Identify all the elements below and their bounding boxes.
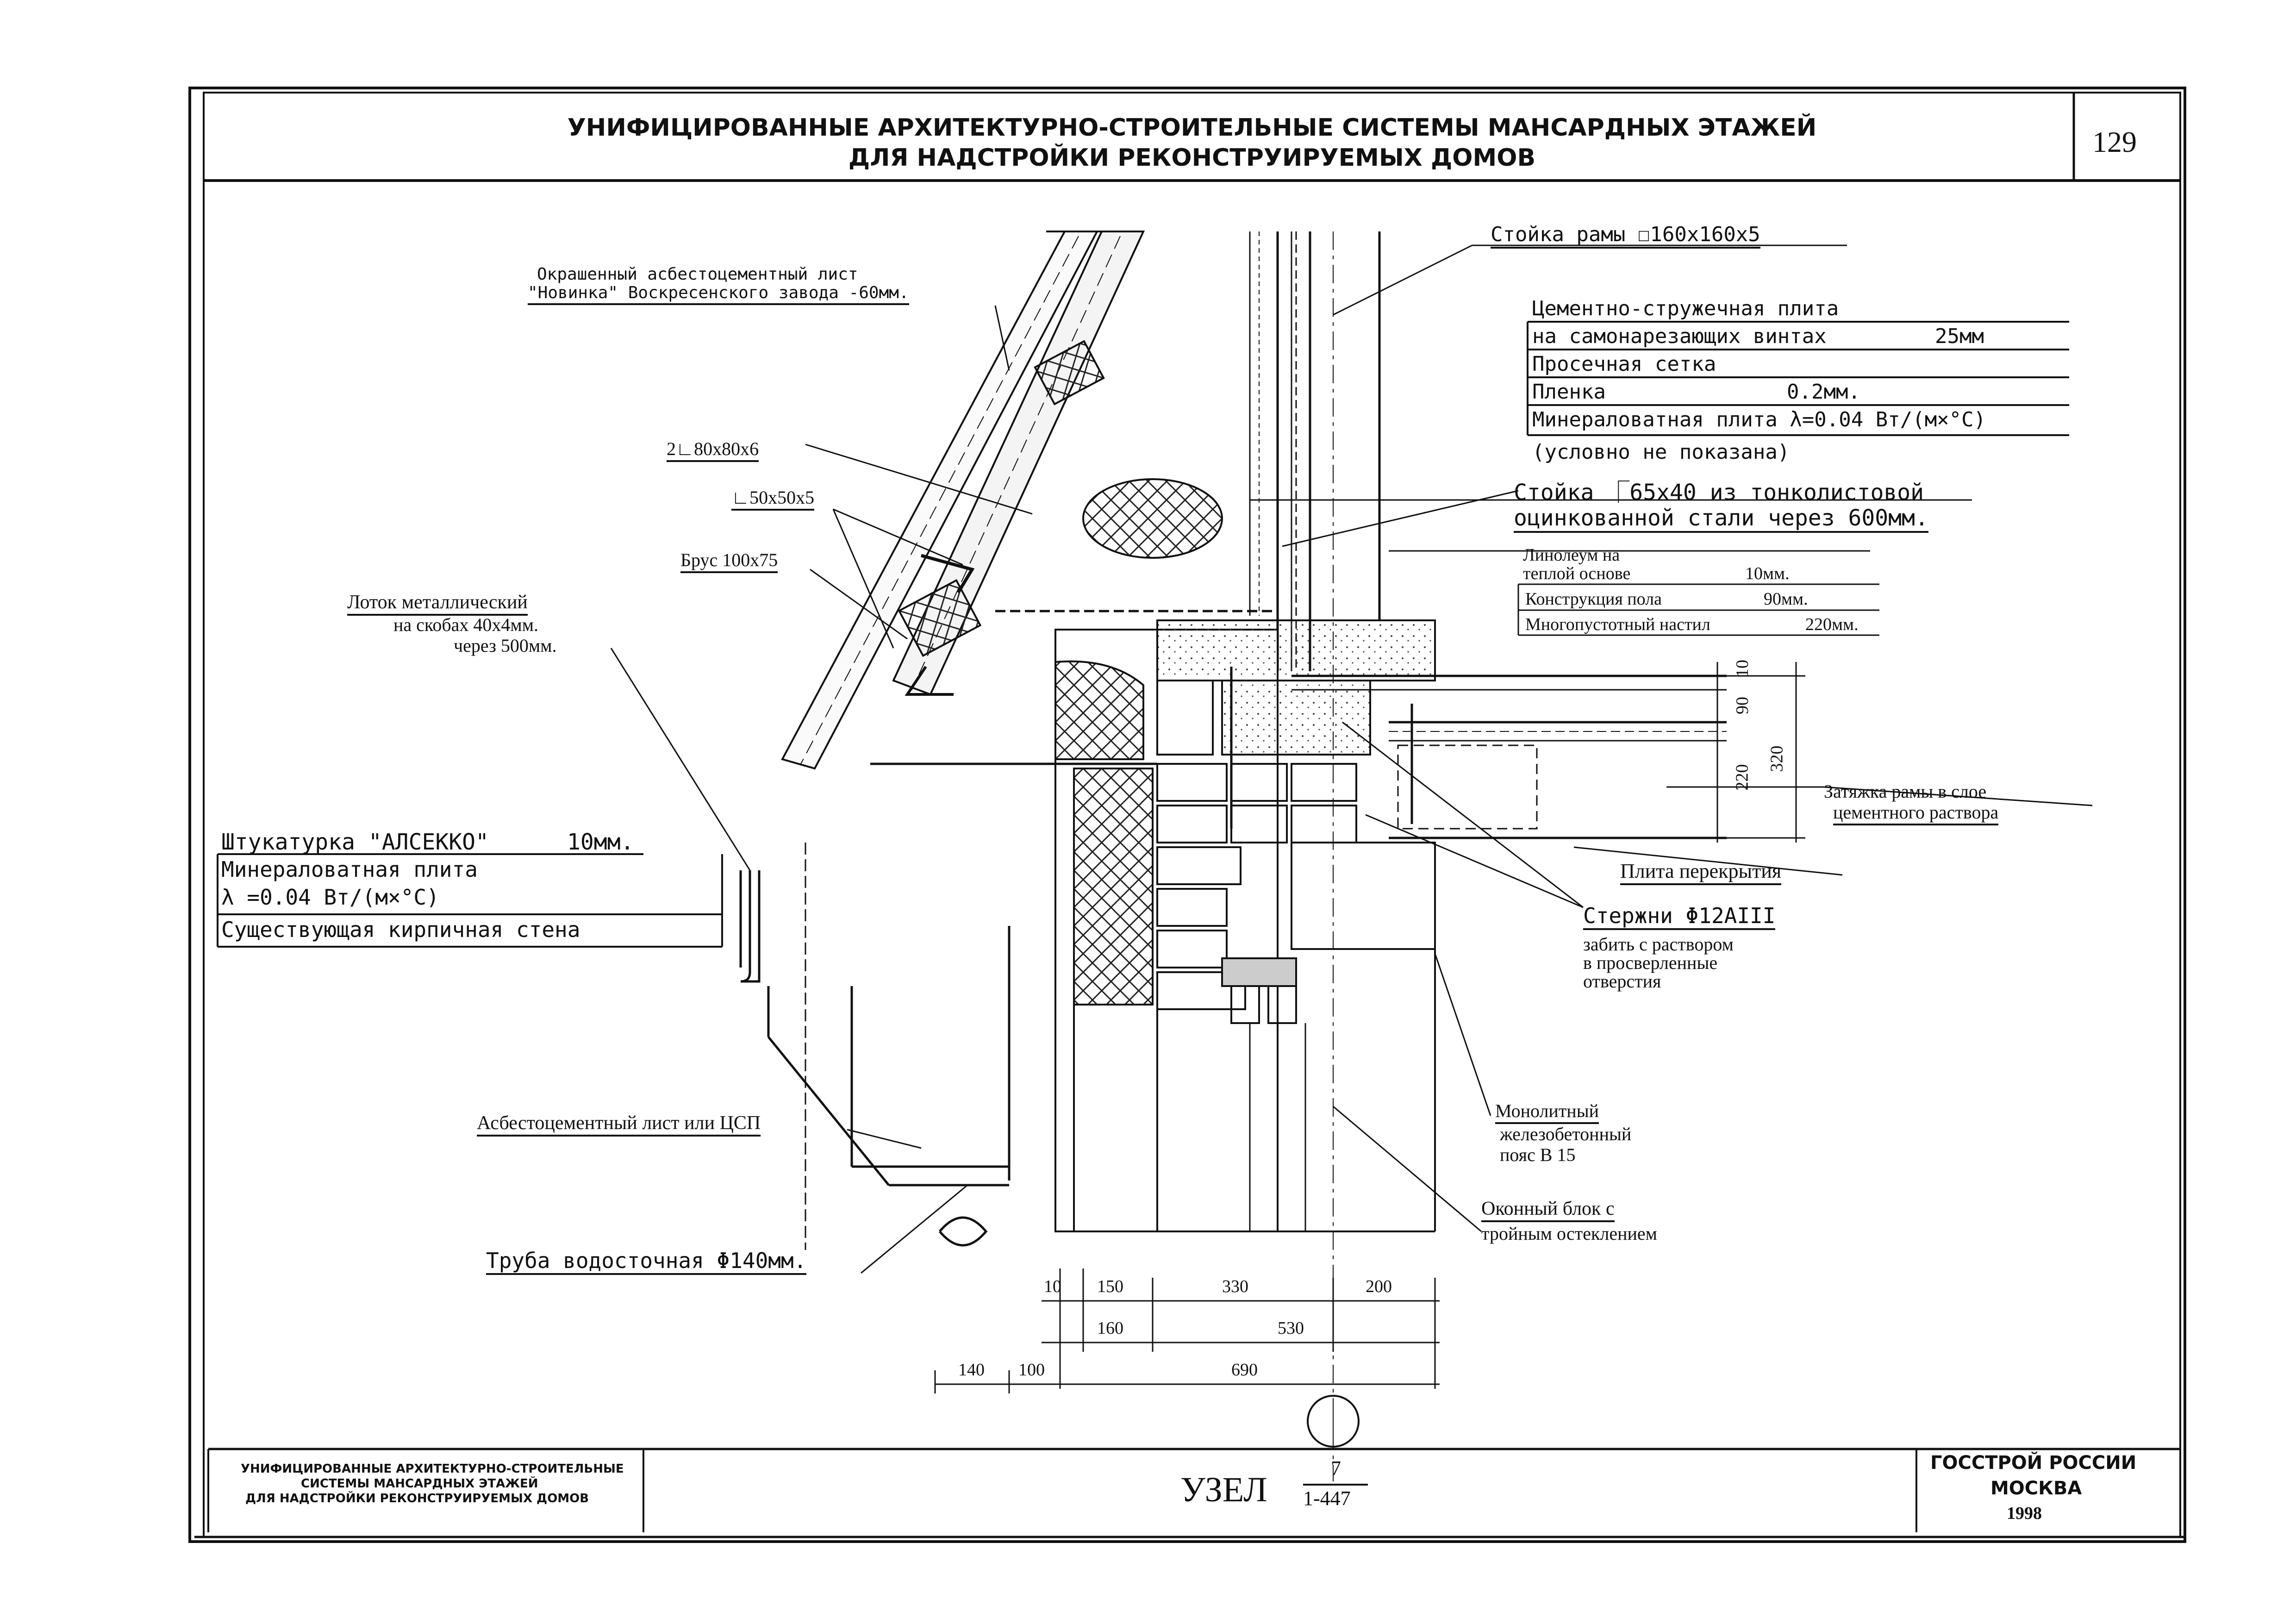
label-tie-2: цементного раствора [1833, 803, 1999, 825]
beam-section [898, 340, 1105, 657]
label-floor-4: Многопустотный настил [1525, 615, 1710, 634]
dim-v-320: 320 [1767, 745, 1787, 772]
label-wall-mineral-2: λ =0.04 Вт/(м×°С) [221, 885, 439, 910]
label-floor-3: Конструкция пола [1525, 589, 1662, 609]
label-window-2: тройным остеклением [1481, 1223, 1657, 1244]
label-angle-80: 2∟80x80x6 [667, 440, 759, 462]
label-belt-2: железобетонный [1500, 1124, 1632, 1144]
label-post-1: Стойка ⎾65x40 из тонколистовой [1514, 480, 1924, 506]
label-gutter-3: через 500мм. [454, 635, 557, 656]
tie-rods [870, 610, 1413, 829]
label-angle-50: ∟50x50x5 [731, 488, 815, 511]
frame-post [1249, 231, 1381, 1481]
title-block-left-1: УНИФИЦИРОВАННЫЕ АРХИТЕКТУРНО-СТРОИТЕЛЬНЫ… [241, 1462, 624, 1476]
label-beam: Брус 100x75 [680, 551, 778, 573]
label-wall-mineral-1: Минераловатная плита [221, 857, 478, 882]
leader-lines [610, 244, 2093, 1274]
label-belt-3: пояс В 15 [1500, 1144, 1576, 1165]
label-frame-post: Стойка рамы ☐160x160x5 [1491, 225, 1760, 249]
label-csp-2: на самонарезающих винтах [1532, 325, 1827, 348]
label-roof-sheet: Окрашенный асбестоцементный лист [537, 265, 858, 284]
label-downpipe: Труба водосточная Φ140мм. [486, 1250, 807, 1275]
dim-v-10: 10 [1733, 660, 1752, 677]
org-name: ГОССТРОЙ РОССИИ [1930, 1452, 2137, 1474]
roof-slope [781, 231, 1145, 770]
node-fraction-bar [1303, 1484, 1368, 1486]
label-csp-2-value: 25мм [1935, 325, 1984, 348]
dim-690: 690 [1231, 1360, 1258, 1380]
floor-slab [1292, 675, 1727, 839]
dimension-lines [934, 662, 1805, 1393]
label-rod-3: в просверленные [1583, 952, 1718, 973]
brick-wall-section [1054, 619, 1436, 1232]
label-rod-1: Стержни Φ12АIII [1583, 905, 1776, 930]
node-numerator: 7 [1331, 1457, 1341, 1480]
org-city: МОСКВА [1990, 1478, 2082, 1499]
label-film: Пленка [1532, 380, 1606, 404]
label-belt-1: Монолитный [1495, 1102, 1599, 1124]
dim-10: 10 [1044, 1277, 1061, 1296]
dim-200: 200 [1366, 1277, 1392, 1296]
label-rod-2: забить с раствором [1583, 934, 1734, 955]
label-plaster-value: 10мм. [567, 829, 634, 855]
label-plaster: Штукатурка "АЛСЕККО" [221, 829, 489, 855]
label-roof-sheet-2: "Новинка" Воскресенского завода -60мм. [528, 285, 909, 305]
label-window-1: Оконный блок с [1481, 1199, 1615, 1222]
label-floor-3-value: 90мм. [1764, 589, 1808, 609]
sheet-title-line2: ДЛЯ НАДСТРОЙКИ РЕКОНСТРУИРУЕМЫХ ДОМОВ [848, 144, 1536, 172]
dim-530: 530 [1278, 1318, 1304, 1338]
label-slab: Плита перекрытия [1620, 861, 1782, 885]
label-floor-4-value: 220мм. [1805, 615, 1859, 634]
dim-v-220: 220 [1732, 764, 1752, 791]
sheet-title-line1: УНИФИЦИРОВАННЫЕ АРХИТЕКТУРНО-СТРОИТЕЛЬНЫ… [567, 114, 1817, 142]
insulation-hatch [1082, 478, 1223, 559]
sheet-frame [188, 87, 2186, 1543]
label-post-2: оцинкованной стали через 600мм. [1514, 507, 1928, 533]
dim-v-90: 90 [1733, 697, 1752, 714]
node-label: УЗЕЛ [1180, 1470, 1267, 1509]
dim-100: 100 [1018, 1360, 1045, 1380]
gutter-downpipe [739, 843, 1011, 1250]
label-asbestos-sheet: Асбестоцементный лист или ЦСП [477, 1113, 761, 1137]
label-csp-1: Цементно-стружечная плита [1532, 297, 1839, 320]
label-tie-1: Затяжка рамы в слое [1824, 781, 1987, 802]
label-floor-1: Линолеум на [1523, 545, 1620, 565]
dim-150: 150 [1097, 1277, 1123, 1296]
page-number: 129 [2092, 125, 2137, 158]
label-gutter-2: на скобах 40x4мм. [393, 614, 539, 635]
org-year: 1998 [2007, 1504, 2042, 1523]
label-rod-4: отверстия [1583, 971, 1661, 992]
node-denominator: 1-447 [1303, 1487, 1351, 1510]
label-floor-2-value: 10мм. [1745, 564, 1790, 583]
dim-330: 330 [1222, 1277, 1248, 1296]
label-floor-2: теплой основе [1523, 564, 1631, 583]
label-mesh: Просечная сетка [1532, 352, 1716, 376]
label-gutter-1: Лоток металлический [347, 593, 528, 616]
label-film-value: 0.2мм. [1787, 380, 1860, 404]
label-brick-wall: Существующая кирпичная стена [221, 917, 580, 942]
title-block-left-2: СИСТЕМЫ МАНСАРДНЫХ ЭТАЖЕЙ [301, 1477, 538, 1491]
dim-140: 140 [958, 1360, 985, 1380]
label-mineral: Минераловатная плита λ=0.04 Вт/(м×°С) [1532, 408, 1986, 431]
title-block-left-3: ДЛЯ НАДСТРОЙКИ РЕКОНСТРУИРУЕМЫХ ДОМОВ [245, 1492, 589, 1505]
label-not-shown: (условно не показана) [1532, 440, 1790, 464]
dim-160: 160 [1097, 1318, 1123, 1338]
